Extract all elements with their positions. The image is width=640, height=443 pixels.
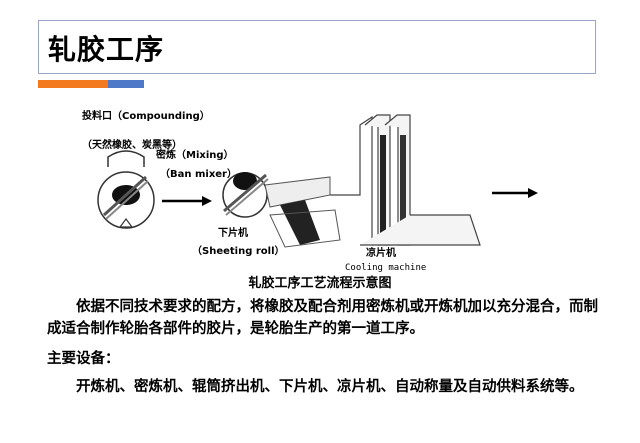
accent-bar-orange [38,80,108,88]
mixer-illustration [97,150,155,229]
label-cooling-machine: Cooling machine [345,263,427,273]
diagram-caption: 轧胶工序工艺流程示意图 [248,276,392,291]
process-diagram: 投料口（Compounding） （天然橡胶、炭黑等） 密炼（Mixing） （… [0,95,640,295]
label-feed-port: 投料口（Compounding） [82,111,210,122]
body-paragraph: 依据不同技术要求的配方，将橡胶及配合剂用密炼机或开炼机加以充分混合，而制成适合制… [47,299,598,337]
accent-bar-blue [108,80,144,88]
process-flow-illustration [97,114,538,248]
sheeting-roll-illustration [222,172,341,248]
label-ban-mixer: （Ban mixer） [160,169,237,180]
label-mixing: 密炼（Mixing） [156,150,234,161]
label-cooler: 凉片机 [366,248,396,259]
title-frame [38,20,596,74]
slide-title: 轧胶工序 [48,33,165,66]
label-sheeting-roll: （Sheeting roll） [192,246,285,257]
label-sheeter: 下片机 [218,228,248,239]
cooling-machine-illustration [330,114,481,246]
equipment-heading: 主要设备： [47,351,120,367]
label-raw-materials: （天然橡胶、炭黑等） [82,140,182,151]
equipment-list: 开炼机、密炼机、辊筒挤出机、下片机、凉片机、自动称量及自动供料系统等。 [47,379,584,395]
